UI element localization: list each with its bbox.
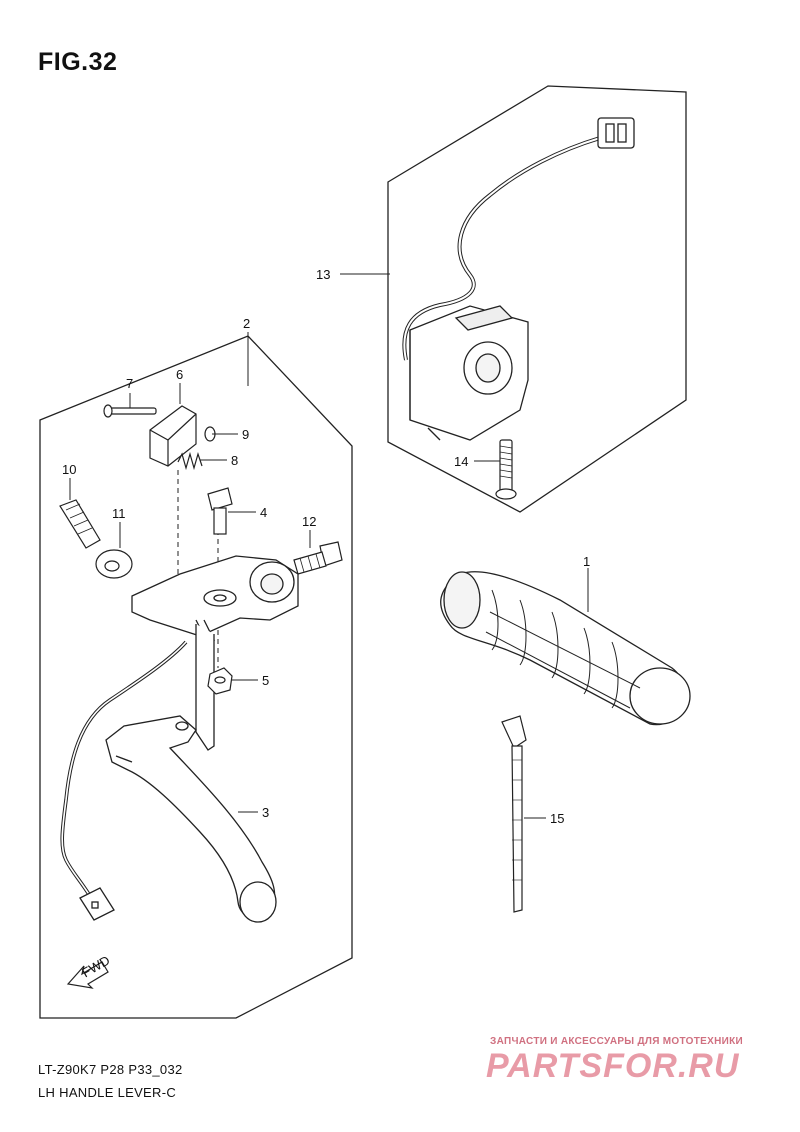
bolt-12 xyxy=(293,541,343,575)
switch-assembly-13 xyxy=(402,117,635,441)
switch-cable xyxy=(60,640,188,921)
callout-6: 6 xyxy=(176,367,183,382)
switch-6 xyxy=(149,405,197,467)
clip-9 xyxy=(204,426,216,442)
spring-8 xyxy=(177,451,203,471)
callout-7: 7 xyxy=(126,376,133,391)
cable-tie-15 xyxy=(501,715,527,913)
locknut-11 xyxy=(95,549,133,579)
footer-part-name: LH HANDLE LEVER-C xyxy=(38,1085,177,1100)
assembly-frame-13 xyxy=(387,85,687,513)
callout-15: 15 xyxy=(550,811,564,826)
footer-model-code: LT-Z90K7 P28 P33_032 xyxy=(38,1062,183,1077)
figure-title: FIG.32 xyxy=(38,48,118,76)
adjuster-10 xyxy=(59,499,101,549)
callout-12: 12 xyxy=(302,514,316,529)
callout-13: 13 xyxy=(316,267,330,282)
callout-2: 2 xyxy=(243,316,250,331)
watermark-tagline: ЗАПЧАСТИ И АКСЕССУАРЫ ДЛЯ МОТОТЕХНИКИ xyxy=(490,1036,743,1047)
callout-9: 9 xyxy=(242,427,249,442)
callout-8: 8 xyxy=(231,453,238,468)
callout-1: 1 xyxy=(583,554,590,569)
lever-3 xyxy=(105,715,277,923)
lever-bracket xyxy=(131,555,299,751)
fwd-arrow: FWD xyxy=(66,953,112,989)
callout-4: 4 xyxy=(260,505,267,520)
watermark-brand: PARTSFOR.RU xyxy=(486,1047,740,1085)
bolt-4 xyxy=(207,487,233,535)
screw-14 xyxy=(495,439,517,500)
pin-7 xyxy=(103,404,157,418)
callout-3: 3 xyxy=(262,805,269,820)
callout-11: 11 xyxy=(112,506,126,521)
callout-10: 10 xyxy=(62,462,76,477)
grip-1 xyxy=(440,571,691,726)
callout-14: 14 xyxy=(454,454,468,469)
nut-5 xyxy=(207,667,233,695)
callout-5: 5 xyxy=(262,673,269,688)
